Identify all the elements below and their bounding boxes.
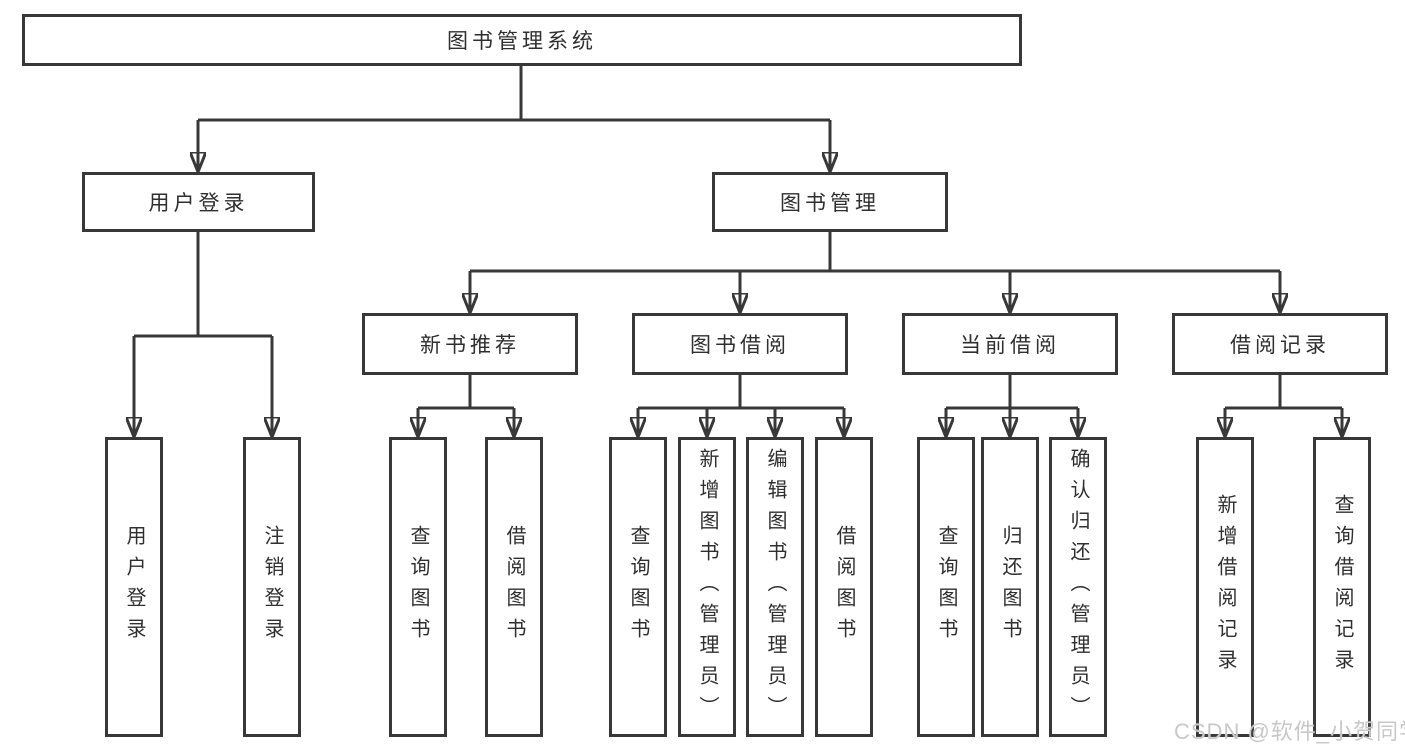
node-book-management-branch: 图书管理 <box>712 172 948 232</box>
leaf-newbook-borrow-books: 借阅图书 <box>485 437 543 737</box>
node-borrowing-records: 借阅记录 <box>1172 313 1388 375</box>
csdn-watermark: CSDN @软件_小贺同学 <box>1174 719 1405 744</box>
leaf-records-query-record: 查询借阅记录 <box>1313 437 1371 737</box>
node-new-book-recommendation: 新书推荐 <box>362 313 578 375</box>
leaf-user-login: 用户登录 <box>105 437 163 737</box>
leaf-current-return-books: 归还图书 <box>981 437 1039 737</box>
leaf-borrow-borrow-books: 借阅图书 <box>815 437 873 737</box>
node-current-borrowing: 当前借阅 <box>902 313 1118 375</box>
leaf-logout: 注销登录 <box>243 437 301 737</box>
leaf-borrow-add-books-admin: 新增图书（管理员） <box>678 437 736 737</box>
leaf-newbook-query-books: 查询图书 <box>389 437 447 737</box>
leaf-current-query-books: 查询图书 <box>917 437 975 737</box>
node-library-management-system: 图书管理系统 <box>22 14 1022 66</box>
leaf-records-add-record: 新增借阅记录 <box>1196 437 1254 737</box>
leaf-borrow-query-books: 查询图书 <box>609 437 667 737</box>
node-user-login-branch: 用户登录 <box>82 172 315 232</box>
leaf-current-confirm-return-admin: 确认归还（管理员） <box>1049 437 1107 737</box>
leaf-borrow-edit-books-admin: 编辑图书（管理员） <box>746 437 804 737</box>
node-book-borrowing: 图书借阅 <box>632 313 848 375</box>
